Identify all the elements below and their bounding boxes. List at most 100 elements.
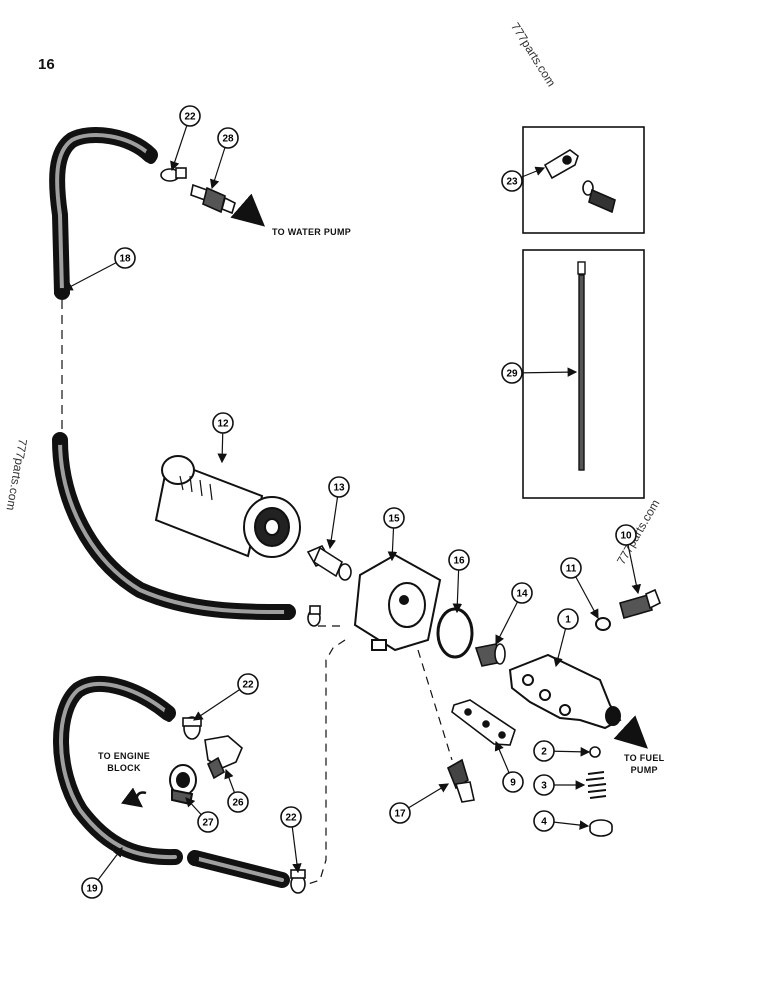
callout-number: 23: [506, 177, 518, 188]
callout-circle: [501, 170, 523, 192]
callout-19: 19: [81, 847, 123, 899]
callout-circle: [197, 811, 219, 833]
callout-number: 22: [242, 680, 254, 691]
elbow-fitting: [446, 758, 475, 803]
callout-leader: [193, 683, 249, 721]
callout-circle: [328, 476, 350, 498]
box-clip: [522, 126, 645, 234]
hose-lower: [53, 675, 183, 866]
callout-number: 13: [333, 483, 345, 494]
to-fuel-pump-line2: PUMP: [630, 765, 658, 775]
callout-number: 29: [506, 369, 518, 380]
callout-leader: [62, 257, 126, 291]
callout-number: 26: [232, 798, 244, 809]
callout-circle: [557, 608, 579, 630]
clamp-middle: [307, 605, 321, 627]
callout-number: 9: [510, 778, 516, 789]
callout-number: 3: [541, 781, 547, 792]
callout-15: 15: [383, 507, 405, 562]
callout-circle: [217, 127, 239, 149]
lock-washer: [595, 617, 611, 631]
callout-circle: [533, 810, 555, 832]
callout-number: 27: [202, 818, 214, 829]
callout-13: 13: [326, 476, 350, 550]
callout-circle: [511, 582, 533, 604]
to-engine-block-line2: BLOCK: [107, 763, 141, 773]
callout-10: 10: [615, 524, 641, 595]
callout-circle: [533, 774, 555, 796]
dashed-connector-lower: [304, 639, 346, 886]
box-tie-strap: [522, 249, 645, 499]
callout-9: 9: [494, 740, 524, 793]
callout-17: 17: [389, 783, 450, 824]
callout-22: 22: [280, 806, 302, 874]
hose-upper: [49, 127, 158, 300]
callout-16: 16: [448, 549, 470, 614]
housing: [508, 653, 622, 730]
callout-circle: [502, 771, 524, 793]
callout-14: 14: [495, 582, 533, 646]
callout-22: 22: [193, 673, 259, 721]
callout-number: 15: [388, 514, 400, 525]
clip-bolt: [582, 180, 616, 214]
callout-23: 23: [501, 166, 546, 192]
filter-adapter: [353, 553, 442, 652]
callout-circle: [212, 412, 234, 434]
o-ring: [436, 607, 474, 659]
spring: [585, 771, 607, 799]
hose-middle: [52, 432, 296, 620]
callout-number: 12: [217, 419, 229, 430]
callout-circle: [389, 802, 411, 824]
tie-strap: [577, 261, 586, 471]
callout-circle: [560, 557, 582, 579]
callout-number: 22: [285, 813, 297, 824]
callout-circle: [501, 362, 523, 384]
callout-4: 4: [533, 810, 590, 832]
dashed-connector-center: [417, 649, 453, 761]
callout-number: 18: [119, 254, 131, 265]
arrow-engine-block: [121, 787, 147, 808]
callout-number: 2: [541, 747, 547, 758]
callout-number: 28: [222, 134, 234, 145]
callout-11: 11: [560, 557, 599, 620]
callout-29: 29: [501, 362, 578, 384]
filter: [154, 455, 301, 558]
callout-2: 2: [533, 740, 591, 762]
plug: [589, 819, 613, 837]
gasket: [451, 699, 516, 746]
hose-short-lower: [187, 850, 290, 888]
to-engine-block-label: TO ENGINE BLOCK: [98, 750, 150, 774]
callout-12: 12: [212, 412, 234, 464]
nipple: [306, 544, 352, 581]
callout-18: 18: [62, 247, 136, 291]
callout-circle: [615, 524, 637, 546]
fitting-water-pump: [190, 183, 236, 215]
callout-number: 1: [565, 615, 571, 626]
to-engine-block-line1: TO ENGINE: [98, 751, 151, 761]
callout-26: 26: [224, 768, 249, 813]
clip-bracket: [543, 149, 579, 180]
to-fuel-pump-line1: TO FUEL: [624, 753, 665, 763]
callout-circle: [533, 740, 555, 762]
callout-number: 22: [184, 112, 196, 123]
callout-3: 3: [533, 774, 586, 796]
callout-number: 19: [86, 884, 98, 895]
to-water-pump-label: TO WATER PUMP: [272, 227, 352, 237]
arrow-fuel-pump: [613, 715, 648, 749]
callout-22: 22: [170, 105, 201, 172]
fitting-14: [474, 643, 506, 667]
page-number: 16: [38, 56, 55, 73]
clamp-upper: [160, 167, 187, 182]
callout-circle: [179, 105, 201, 127]
to-fuel-pump-label: TO FUEL PUMP: [624, 752, 664, 776]
fitting-engine-block: [169, 764, 197, 806]
callout-number: 16: [453, 556, 465, 567]
arrow-water-pump: [230, 193, 266, 227]
callout-1: 1: [553, 608, 579, 668]
callout-number: 17: [394, 809, 406, 820]
callout-27: 27: [185, 797, 219, 833]
callout-circle: [114, 247, 136, 269]
